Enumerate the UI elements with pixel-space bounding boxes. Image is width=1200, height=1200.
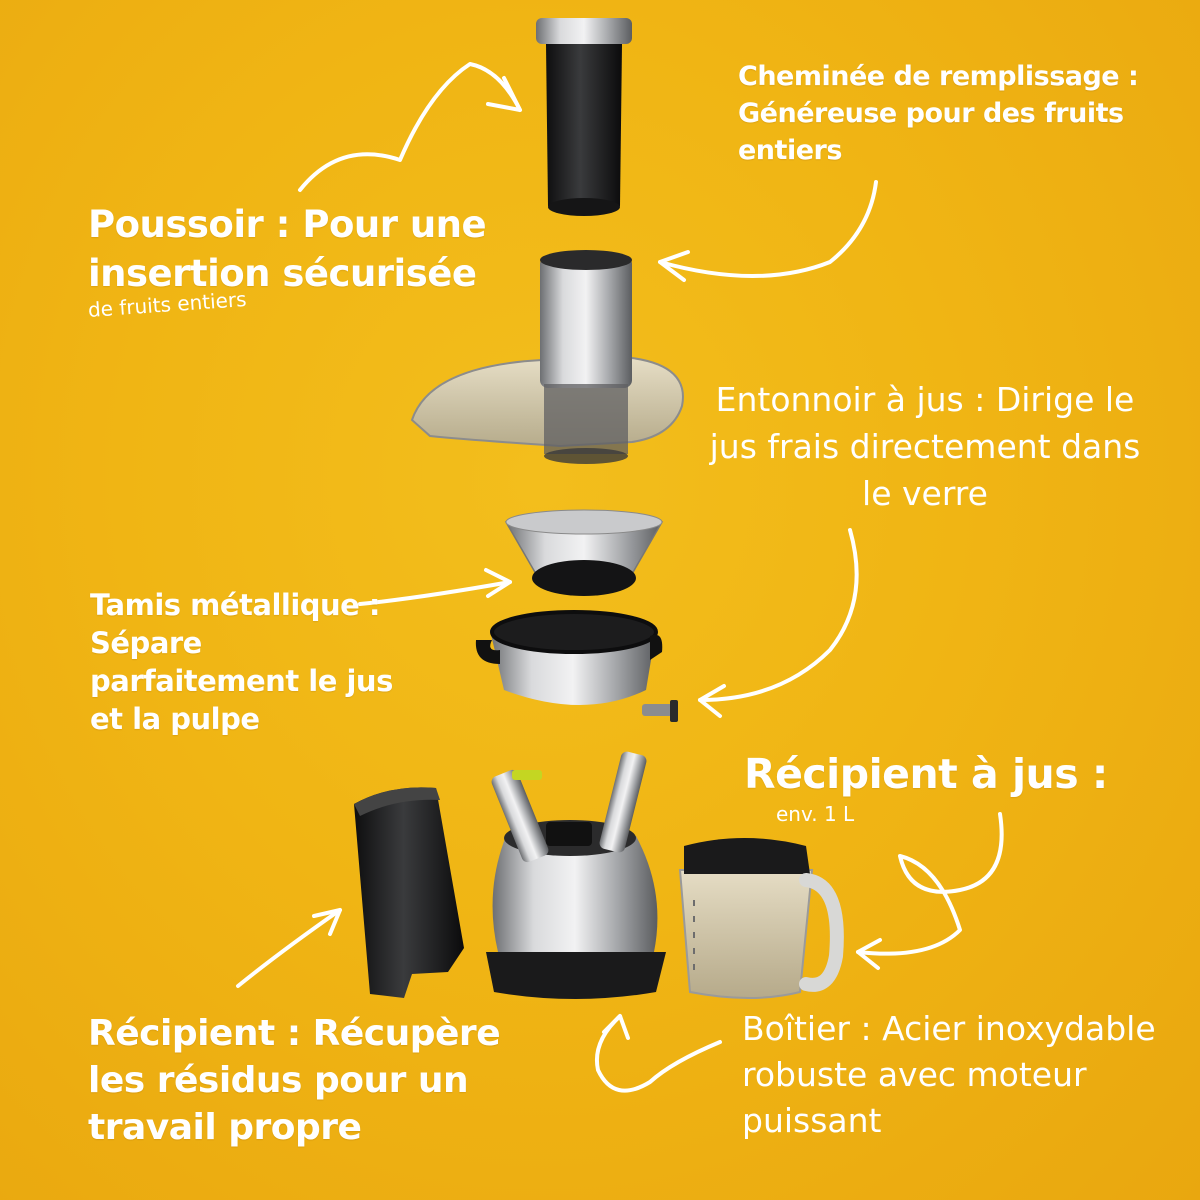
label-pusher: Poussoir : Pour une insertion sécurisée bbox=[88, 203, 487, 295]
label-feed-chute: Cheminée de remplissage : Généreuse pour… bbox=[738, 61, 1139, 166]
feed-chute-lid-part bbox=[410, 250, 684, 464]
juice-jug-part bbox=[678, 838, 844, 999]
chalk-arrow-icon bbox=[358, 568, 512, 606]
pulp-container-part bbox=[354, 787, 464, 998]
chalk-arrow-icon bbox=[658, 180, 878, 282]
pusher-part bbox=[536, 18, 632, 216]
filter-basket-part bbox=[504, 509, 664, 596]
motor-base-part bbox=[486, 751, 666, 999]
chalk-arrow-icon bbox=[595, 1014, 722, 1093]
label-housing: Boîtier : Acier inoxydable robuste avec … bbox=[742, 1009, 1156, 1140]
chalk-arrow-icon bbox=[856, 812, 1004, 970]
label-pulp-container: Récipient : Récupère les résidus pour un… bbox=[88, 1013, 501, 1148]
label-juice-funnel: Entonnoir à jus : Dirige le jus frais di… bbox=[709, 380, 1141, 513]
chalk-arrow-icon bbox=[298, 62, 522, 192]
label-juice-jug-capacity: env. 1 L bbox=[776, 802, 855, 826]
label-juice-jug: Récipient à jus : bbox=[744, 750, 1108, 798]
label-metal-sieve: Tamis métallique : Sépare parfaitement l… bbox=[90, 588, 393, 736]
juicing-chamber-part bbox=[475, 610, 678, 722]
chalk-arrow-icon bbox=[698, 528, 859, 718]
chalk-arrow-icon bbox=[236, 908, 342, 988]
